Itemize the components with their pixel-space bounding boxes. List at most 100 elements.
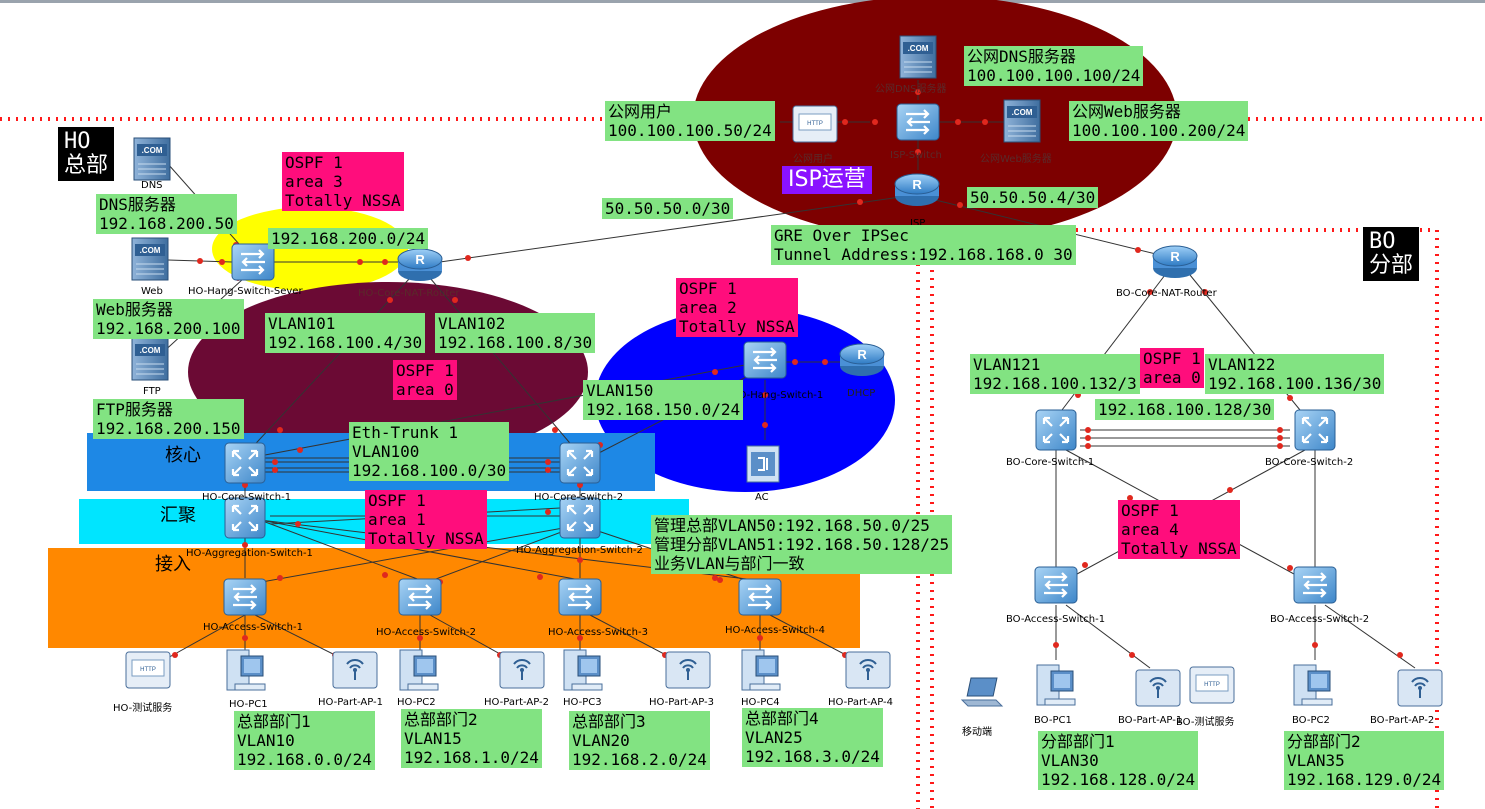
device-label-bo-mobile: 移动端: [962, 727, 992, 738]
public-user-icon[interactable]: [792, 105, 838, 143]
ac-icon[interactable]: [746, 445, 780, 483]
ho-dept3-label: 总部部门3 VLAN20 192.168.2.0/24: [569, 711, 710, 770]
ho-pc4-icon[interactable]: [741, 649, 781, 691]
device-label-ho-pc3: HO-PC3: [563, 697, 602, 708]
ho-ap4-icon[interactable]: [845, 651, 891, 689]
public-user-label: 公网用户 100.100.100.50/24: [605, 101, 775, 141]
ho-ap2-icon[interactable]: [499, 651, 545, 689]
device-label-ho-ap4: HO-Part-AP-4: [828, 697, 894, 708]
ho-core-switch-2-icon[interactable]: [558, 441, 602, 485]
ospf-area0-bo-label: OSPF 1 area 0: [1140, 348, 1204, 388]
device-label-ho-ap3: HO-Part-AP-3: [649, 697, 715, 708]
device-label-web: Web: [141, 286, 163, 297]
device-label-ho-access-switch-1: HO-Access-Switch-1: [203, 622, 303, 633]
public-web-label: 公网Web服务器 100.100.100.200/24: [1069, 101, 1249, 141]
isp-title: ISP运营: [782, 166, 872, 194]
ho-hang-switch-1-icon[interactable]: [742, 340, 788, 380]
bo-dept2-label: 分部部门2 VLAN35 192.168.129.0/24: [1284, 731, 1445, 790]
device-label-ho-hang-switch-1: HO-Hang-Switch-1: [731, 390, 824, 401]
vlan101-label: VLAN101 192.168.100.4/30: [265, 313, 426, 353]
device-label-public-web: 公网Web服务器: [980, 154, 1052, 165]
bo-dept1-label: 分部部门1 VLAN30 192.168.128.0/24: [1038, 731, 1199, 790]
bo-ap1-icon[interactable]: [1135, 669, 1181, 707]
device-label-ho-pc4: HO-PC4: [741, 697, 780, 708]
device-label-isp: ISP: [910, 218, 926, 229]
ho-core-switch-1-icon[interactable]: [223, 441, 267, 485]
ho-access-switch-2-icon[interactable]: [397, 577, 443, 617]
device-label-bo-ap1: BO-Part-AP-1: [1118, 715, 1183, 726]
device-label-ho-core-router: HO-Core-NAT-Router: [358, 288, 460, 299]
ho-pc3-icon[interactable]: [563, 649, 603, 691]
area2-zone: [595, 308, 895, 492]
ospf-area4-label: OSPF 1 area 4 Totally NSSA: [1118, 500, 1240, 559]
isp-switch-icon[interactable]: [895, 102, 941, 142]
bo-mobile-icon[interactable]: [961, 677, 1003, 707]
ho-dept1-label: 总部部门1 VLAN10 192.168.0.0/24: [234, 711, 375, 770]
window-top-border: [0, 0, 1485, 3]
ho-agg-switch-2-icon[interactable]: [558, 496, 602, 540]
ho-ap1-icon[interactable]: [332, 651, 378, 689]
bo-ap2-icon[interactable]: [1397, 669, 1443, 707]
management-vlan-label: 管理总部VLAN50:192.168.50.0/25 管理分部VLAN51:19…: [651, 515, 953, 574]
bo-test-server-icon[interactable]: [1189, 666, 1235, 704]
ho-pc2-icon[interactable]: [399, 649, 439, 691]
ho-core-router-icon[interactable]: [397, 248, 443, 282]
ho-pc1-icon[interactable]: [226, 649, 266, 691]
vlan150-label: VLAN150 192.168.150.0/24: [583, 380, 744, 420]
public-dns-server-icon[interactable]: [899, 35, 937, 79]
bo-pc1-icon[interactable]: [1036, 664, 1076, 706]
device-label-bo-pc1: BO-PC1: [1034, 715, 1072, 726]
device-label-bo-core-switch-1: BO-Core-Switch-1: [1006, 457, 1095, 468]
bo-access-switch-2-icon[interactable]: [1292, 565, 1338, 605]
aggregation-zone-label: 汇聚: [160, 505, 196, 526]
isp-router-icon[interactable]: [894, 173, 940, 207]
ho-test-server-icon[interactable]: [125, 651, 171, 689]
bo-wan-label: 50.50.50.4/30: [967, 187, 1099, 208]
ho-access-switch-4-icon[interactable]: [737, 577, 783, 617]
ho-wan-label: 50.50.50.0/30: [602, 198, 734, 219]
ho-title: HO 总部: [58, 127, 115, 181]
device-label-bo-ap2: BO-Part-AP-2: [1370, 715, 1435, 726]
ho-agg-switch-1-icon[interactable]: [223, 496, 267, 540]
bo-pc2-icon[interactable]: [1293, 664, 1333, 706]
ospf-area3-label: OSPF 1 area 3 Totally NSSA: [282, 152, 404, 211]
ho-access-switch-1-icon[interactable]: [222, 577, 268, 617]
device-label-bo-core-router: BO-Core-NAT-Router: [1116, 288, 1217, 299]
device-label-bo-access-switch-1: BO-Access-Switch-1: [1006, 614, 1106, 625]
dns-server-icon[interactable]: [133, 137, 171, 181]
access-zone-label: 接入: [155, 554, 191, 575]
ftp-server-label: FTP服务器 192.168.200.150: [93, 399, 244, 439]
device-label-ho-core-switch-2: HO-Core-Switch-2: [534, 492, 624, 503]
device-label-hang-server-switch: HO-Hang-Switch-Sever: [188, 286, 303, 297]
gre-tunnel-label: GRE Over IPSec Tunnel Address:192.168.16…: [771, 225, 1076, 265]
server-network-label: 192.168.200.0/24: [268, 228, 429, 249]
device-label-public-user: 公网用户: [793, 154, 833, 165]
ho-access-switch-3-icon[interactable]: [557, 577, 603, 617]
ospf-area2-label: OSPF 1 area 2 Totally NSSA: [676, 278, 798, 337]
device-label-ac: AC: [755, 492, 769, 503]
public-web-server-icon[interactable]: [1003, 99, 1041, 143]
vlan121-label: VLAN121 192.168.100.132/3: [970, 354, 1140, 394]
device-label-public-dns: 公网DNS服务器: [875, 84, 947, 95]
ho-dept4-label: 总部部门4 VLAN25 192.168.3.0/24: [742, 708, 883, 767]
device-label-ho-agg-switch-1: HO-Aggregation-Switch-1: [186, 548, 313, 559]
device-label-ho-access-switch-3: HO-Access-Switch-3: [548, 627, 648, 638]
web-server-icon[interactable]: [131, 237, 169, 281]
bo-core-network-label: 192.168.100.128/30: [1095, 399, 1275, 420]
device-label-ftp: FTP: [143, 386, 161, 397]
bo-core-switch-1-icon[interactable]: [1034, 408, 1078, 452]
device-label-ho-test: HO-测试服务: [113, 703, 173, 714]
device-label-ho-access-switch-2: HO-Access-Switch-2: [376, 627, 476, 638]
dhcp-router-icon[interactable]: [839, 343, 885, 377]
device-label-ho-ap1: HO-Part-AP-1: [318, 697, 384, 708]
device-label-ho-pc1: HO-PC1: [229, 699, 268, 710]
device-label-dns: DNS: [141, 180, 163, 191]
ho-ap3-icon[interactable]: [665, 651, 711, 689]
bo-access-switch-1-icon[interactable]: [1033, 565, 1079, 605]
device-label-bo-pc2: BO-PC2: [1292, 715, 1330, 726]
hang-server-switch-icon[interactable]: [230, 242, 276, 282]
bo-core-router-icon[interactable]: [1152, 245, 1198, 279]
bo-core-switch-2-icon[interactable]: [1293, 408, 1337, 452]
ftp-server-icon[interactable]: [131, 337, 169, 381]
device-label-dhcp: DHCP: [847, 388, 876, 399]
